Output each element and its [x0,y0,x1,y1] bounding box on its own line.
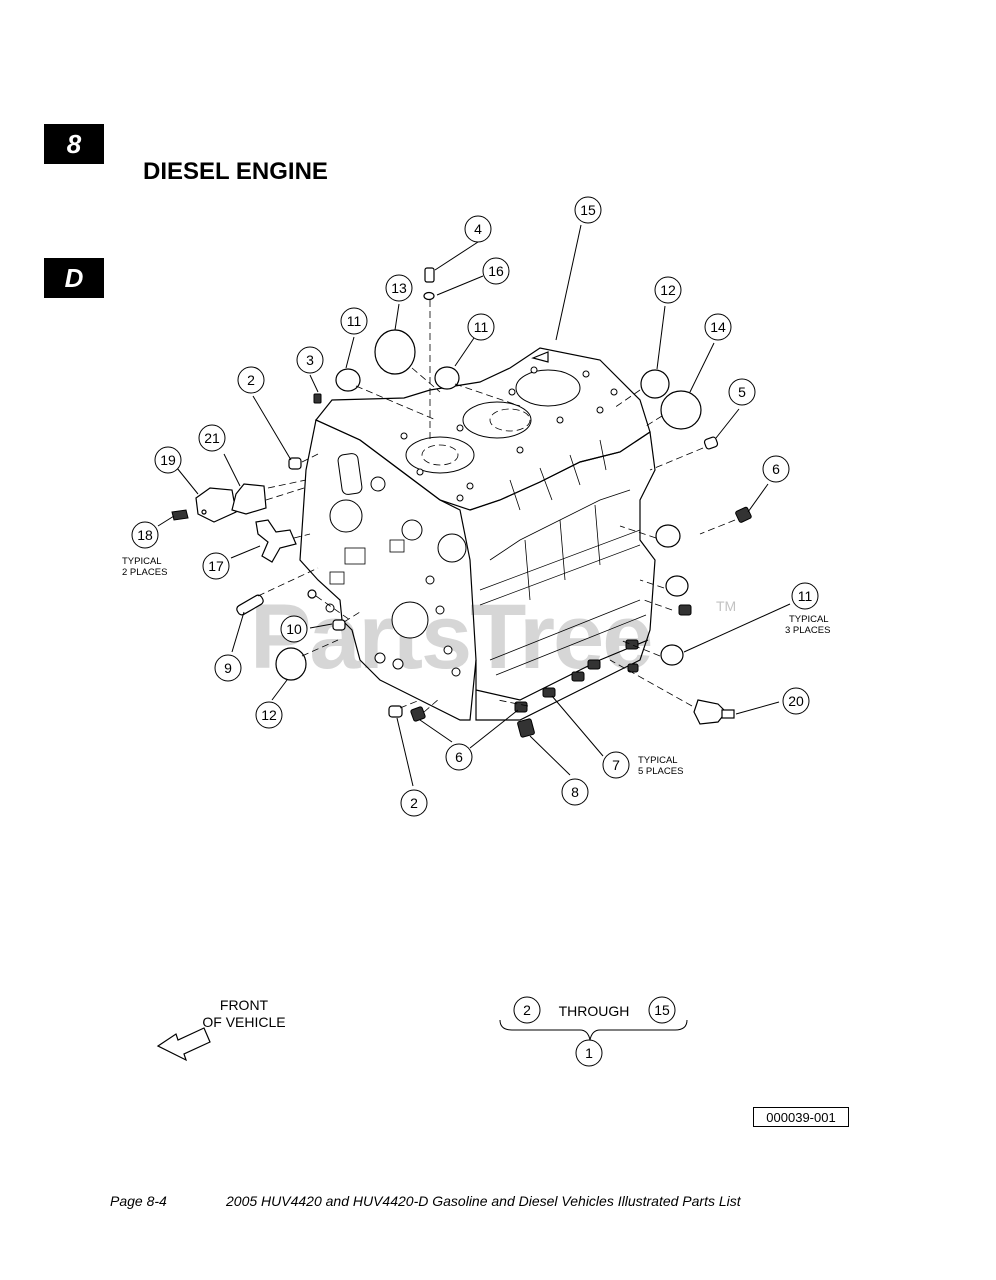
svg-text:13: 13 [391,280,407,296]
svg-text:1: 1 [585,1045,593,1061]
svg-text:12: 12 [261,707,277,723]
callout-5: 5 [728,378,756,406]
parts [171,267,752,738]
svg-text:6: 6 [772,461,780,477]
engine-block [299,347,656,721]
callout-7: 7 [602,751,630,779]
svg-text:18: 18 [137,527,153,543]
callout-9: 9 [214,654,242,682]
callout-21: 21 [198,424,226,452]
callout-11-right: 11 [791,582,819,610]
callout-16: 16 [482,257,510,285]
note-typical-5-line1: TYPICAL [638,755,678,766]
svg-text:6: 6 [455,749,463,765]
note-typical-2-line1: TYPICAL [122,556,162,567]
callout-14: 14 [704,313,732,341]
svg-text:7: 7 [612,757,620,773]
svg-text:15: 15 [580,202,596,218]
svg-text:5: 5 [738,384,746,400]
callout-11-top-left: 11 [340,307,368,335]
legend-callout-2: 2 [513,996,541,1024]
letter-tab: D [44,258,104,298]
callout-10: 10 [280,615,308,643]
note-typical-2-line2: 2 PLACES [122,567,167,578]
legend-callout-15: 15 [648,996,676,1024]
svg-text:16: 16 [488,263,504,279]
front-arrow-icon [156,1027,211,1062]
svg-text:10: 10 [286,621,302,637]
legend-callout-1: 1 [575,1039,603,1067]
svg-text:12: 12 [660,282,676,298]
callout-6-right: 6 [762,455,790,483]
leader-lines [157,224,791,787]
svg-text:20: 20 [788,693,804,709]
reference-code: 000039-001 [753,1107,849,1127]
callouts: 4 16 15 13 11 11 12 14 5 6 11 20 3 2 21 … [131,196,819,817]
svg-text:17: 17 [208,558,224,574]
callout-19: 19 [154,446,182,474]
svg-text:4: 4 [474,221,482,237]
svg-text:8: 8 [571,784,579,800]
svg-text:11: 11 [798,588,813,604]
svg-text:15: 15 [654,1002,670,1018]
svg-text:19: 19 [160,452,176,468]
note-typical-5-line2: 5 PLACES [638,766,683,777]
callout-15: 15 [574,196,602,224]
legend-through-label: THROUGH [559,1003,630,1019]
callout-2-bottom: 2 [400,789,428,817]
callout-11-top-center: 11 [467,313,495,341]
callout-3: 3 [296,346,324,374]
footer-page: Page 8-4 [110,1193,167,1209]
callout-12-top: 12 [654,276,682,304]
callout-12-bottom: 12 [255,701,283,729]
note-typical-3-line1: TYPICAL [789,614,829,625]
callout-8: 8 [561,778,589,806]
svg-text:2: 2 [410,795,418,811]
svg-text:14: 14 [710,319,726,335]
page-title: DIESEL ENGINE [143,158,328,185]
callout-13: 13 [385,274,413,302]
svg-text:11: 11 [474,319,489,335]
svg-text:21: 21 [204,430,220,446]
typical-notes: TYPICAL 2 PLACES TYPICAL 3 PLACES TYPICA… [122,556,830,777]
callout-4: 4 [464,215,492,243]
section-tab: 8 [44,124,104,164]
watermark-tm: TM [716,598,737,614]
callout-17: 17 [202,552,230,580]
callout-6-bottom: 6 [445,743,473,771]
svg-text:9: 9 [224,660,232,676]
footer-doc-title: 2005 HUV4420 and HUV4420-D Gasoline and … [226,1193,741,1209]
callout-2-top: 2 [237,366,265,394]
svg-text:3: 3 [306,352,314,368]
callout-20: 20 [782,687,810,715]
front-of-vehicle-label: FRONT OF VEHICLE [202,997,286,1030]
svg-text:2: 2 [523,1002,531,1018]
svg-text:2: 2 [247,372,255,388]
legend-bracket: 2 THROUGH 15 1 [499,996,688,1067]
svg-text:11: 11 [347,313,362,329]
note-typical-3-line2: 3 PLACES [785,625,830,636]
callout-18: 18 [131,521,159,549]
